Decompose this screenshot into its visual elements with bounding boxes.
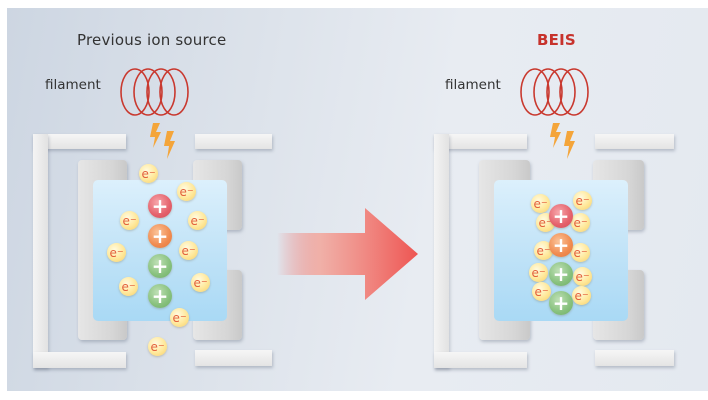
ion-green: + — [148, 254, 172, 278]
electron: e− — [170, 308, 189, 327]
electron: e− — [119, 277, 138, 296]
electron: e− — [531, 194, 550, 213]
outer-electrode-bottom-right — [195, 350, 272, 366]
electron: e− — [573, 191, 592, 210]
ion-orange: + — [148, 224, 172, 248]
ion-red: + — [549, 204, 573, 228]
filament-label-beis: filament — [445, 77, 501, 93]
electron: e− — [529, 263, 548, 282]
diagram-canvas: Previous ion source filament + + + + e− … — [7, 8, 708, 391]
electron: e− — [188, 211, 207, 230]
filament-coil-icon — [520, 68, 589, 116]
electron: e− — [534, 241, 553, 260]
outer-electrode-top-left — [434, 134, 527, 149]
ion-red: + — [148, 194, 172, 218]
outer-electrode-side — [33, 134, 48, 368]
electron: e− — [107, 243, 126, 262]
ion-green: + — [148, 284, 172, 308]
outer-electrode-top-right — [595, 134, 674, 149]
electron: e− — [139, 164, 158, 183]
spark-icon — [150, 123, 175, 159]
electron: e− — [532, 282, 551, 301]
electron: e− — [120, 211, 139, 230]
outer-electrode-bottom-left — [33, 352, 126, 368]
electron: e− — [572, 286, 591, 305]
spark-icon — [550, 123, 575, 159]
ion-green: + — [549, 262, 573, 286]
outer-electrode-side — [434, 134, 449, 368]
electron: e− — [571, 213, 590, 232]
electron: e− — [573, 267, 592, 286]
electron: e− — [571, 243, 590, 262]
outer-electrode-bottom-left — [434, 352, 527, 368]
improvement-arrow-icon — [277, 208, 418, 300]
electron: e− — [191, 273, 210, 292]
ion-orange: + — [549, 233, 573, 257]
filament-label-previous: filament — [45, 77, 101, 93]
panel-title-beis: BEIS — [537, 31, 576, 49]
outer-electrode-bottom-right — [595, 350, 674, 366]
ion-green: + — [549, 291, 573, 315]
filament-coil-icon — [120, 68, 189, 116]
electron: e− — [177, 182, 196, 201]
outer-electrode-top-left — [33, 134, 126, 149]
outer-electrode-top-right — [195, 134, 272, 149]
panel-title-previous: Previous ion source — [77, 31, 227, 49]
electron: e− — [179, 241, 198, 260]
electron: e− — [148, 337, 167, 356]
